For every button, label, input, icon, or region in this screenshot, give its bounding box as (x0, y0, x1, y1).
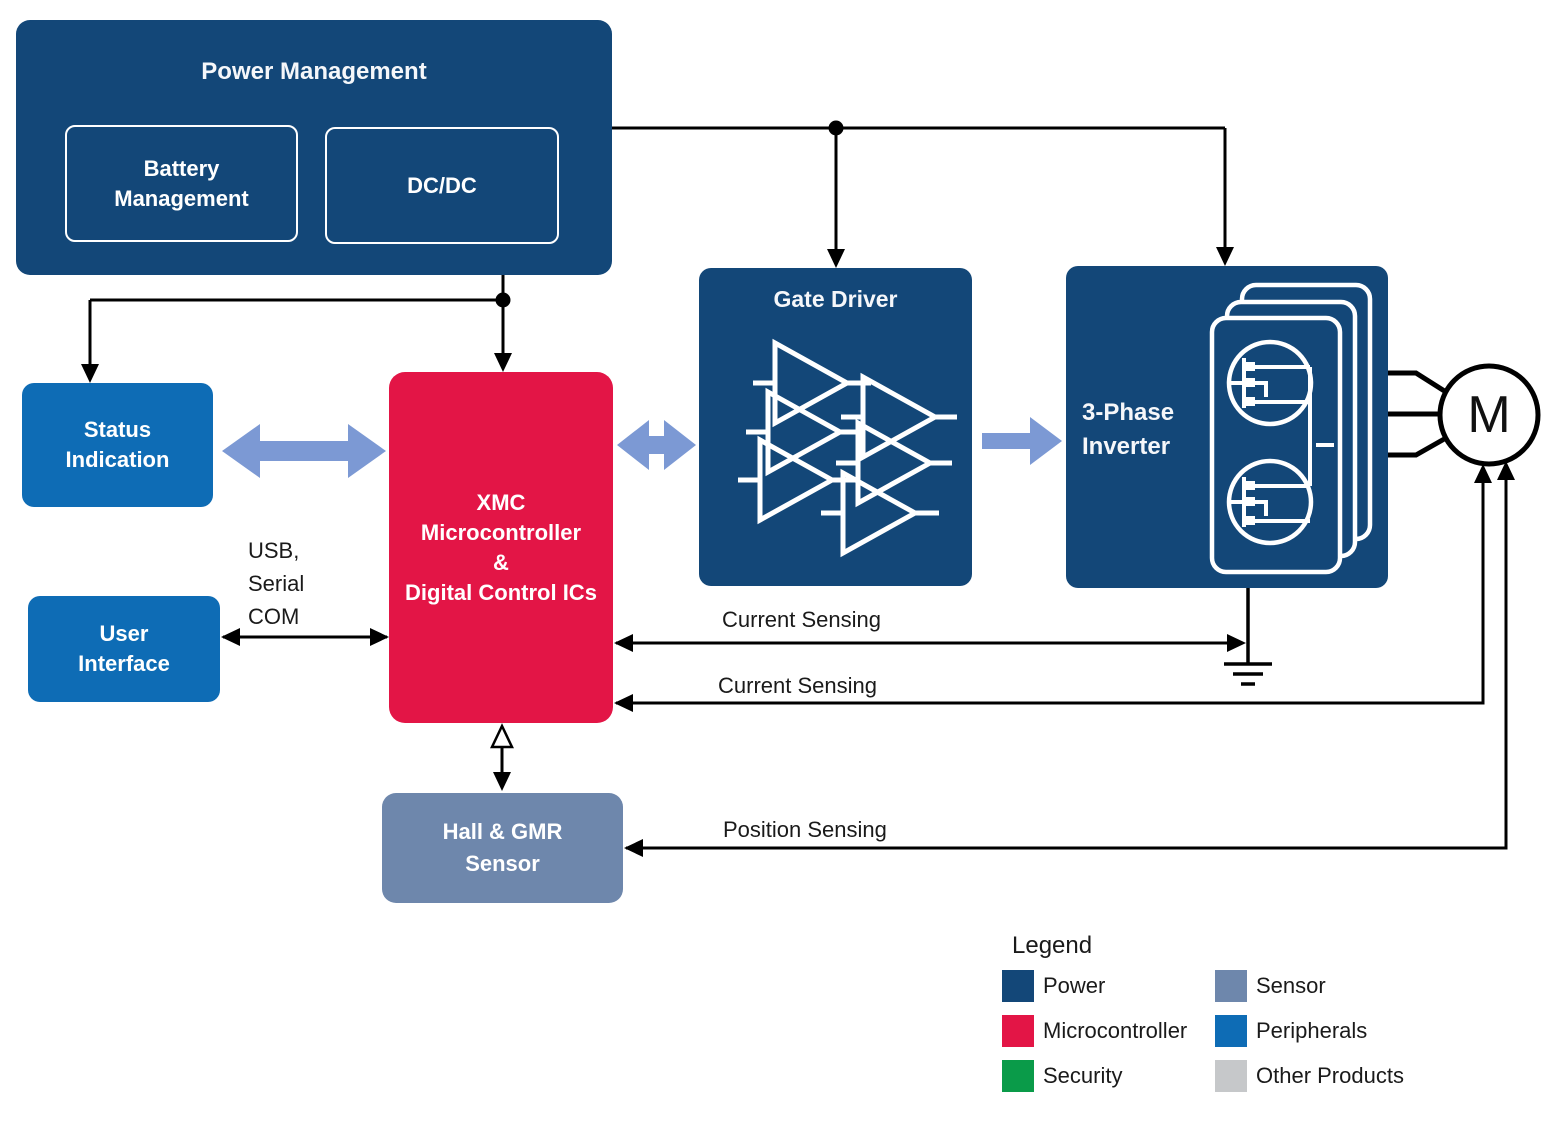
arrowhead-into-inverter (1216, 247, 1234, 266)
arrowhead-into-motor (1497, 461, 1515, 480)
power-management-block: Power Management Battery Management DC/D… (16, 20, 612, 275)
legend: Legend Power Microcontroller Security (1002, 932, 1404, 1092)
dc-dc-block: DC/DC (325, 127, 559, 244)
inverter-block: 3-Phase Inverter (1066, 266, 1388, 588)
legend-item-other-products: Other Products (1215, 1060, 1404, 1092)
xmc-hall-connector (490, 723, 514, 791)
junction-dot (828, 120, 844, 136)
hall-gmr-sensor-block: Hall & GMR Sensor (382, 793, 623, 903)
hall-sensor-label: Hall & GMR (442, 819, 563, 844)
gate-driver-buffers-icon (738, 338, 957, 558)
power-to-drivers-connector (612, 126, 1227, 252)
legend-item-security: Security (1002, 1060, 1215, 1092)
legend-item-power: Power (1002, 970, 1215, 1002)
gate-driver-inverter-arrow (982, 417, 1062, 465)
user-interface-label: User (99, 621, 149, 646)
legend-swatch-power (1002, 970, 1034, 1002)
arrowhead-right (370, 628, 389, 646)
arrowhead-into-ground-line (1227, 634, 1246, 652)
arrowhead-into-xmc (614, 634, 633, 652)
arrowhead-into-xmc-top (494, 353, 512, 372)
arrowhead-into-xmc (614, 694, 633, 712)
position-sensing-label: Position Sensing (723, 817, 887, 842)
arrowhead-into-hall-top (493, 772, 511, 791)
status-xmc-arrow (222, 424, 386, 478)
legend-swatch-security (1002, 1060, 1034, 1092)
status-indication-label: Status (83, 417, 152, 442)
battery-management-label: Battery (143, 155, 220, 181)
usb-serial-com-label: USB, Serial COM (248, 538, 305, 629)
dc-dc-label: DC/DC (407, 172, 477, 198)
xmc-gate-driver-arrow (617, 420, 696, 470)
power-to-xmc-connector (88, 275, 505, 366)
legend-item-sensor: Sensor (1215, 970, 1404, 1002)
arrowhead-into-status (81, 364, 99, 383)
gate-driver-block: Gate Driver (699, 268, 972, 586)
current-sensing-bottom-label: Current Sensing (718, 673, 877, 698)
battery-management-block: Battery Management (65, 125, 298, 242)
current-sensing-top-label: Current Sensing (722, 607, 881, 632)
xmc-microcontroller-block: XMC Microcontroller & Digital Control IC… (389, 372, 613, 723)
open-arrowhead-up (490, 723, 514, 749)
legend-swatch-other-products (1215, 1060, 1247, 1092)
user-interface-block: User Interface (28, 596, 220, 702)
legend-swatch-peripherals (1215, 1015, 1247, 1047)
power-management-title: Power Management (201, 58, 427, 85)
arrowhead-left (221, 628, 240, 646)
gate-driver-title: Gate Driver (773, 286, 898, 312)
legend-swatch-sensor (1215, 970, 1247, 1002)
status-indication-block: Status Indication (22, 383, 213, 507)
legend-item-peripherals: Peripherals (1215, 1015, 1404, 1047)
inverter-label: 3-Phase Inverter (1082, 399, 1175, 460)
legend-title: Legend (1012, 932, 1093, 959)
junction-dot (495, 292, 511, 308)
phase-lines (1388, 370, 1448, 458)
arrowhead-into-gate-driver (827, 249, 845, 268)
arrowhead-into-hall-sensor (624, 839, 643, 857)
ground-symbol (1224, 588, 1272, 686)
half-bridge-stack-icon (1209, 282, 1373, 575)
arrowhead-into-motor (1474, 464, 1492, 483)
xmc-label: XMC (476, 489, 526, 515)
current-sensing-top-connector (614, 634, 1246, 652)
ui-xmc-connector (221, 628, 389, 646)
legend-swatch-microcontroller (1002, 1015, 1034, 1047)
motor-label: M (1467, 386, 1511, 444)
legend-item-microcontroller: Microcontroller (1002, 1015, 1215, 1047)
